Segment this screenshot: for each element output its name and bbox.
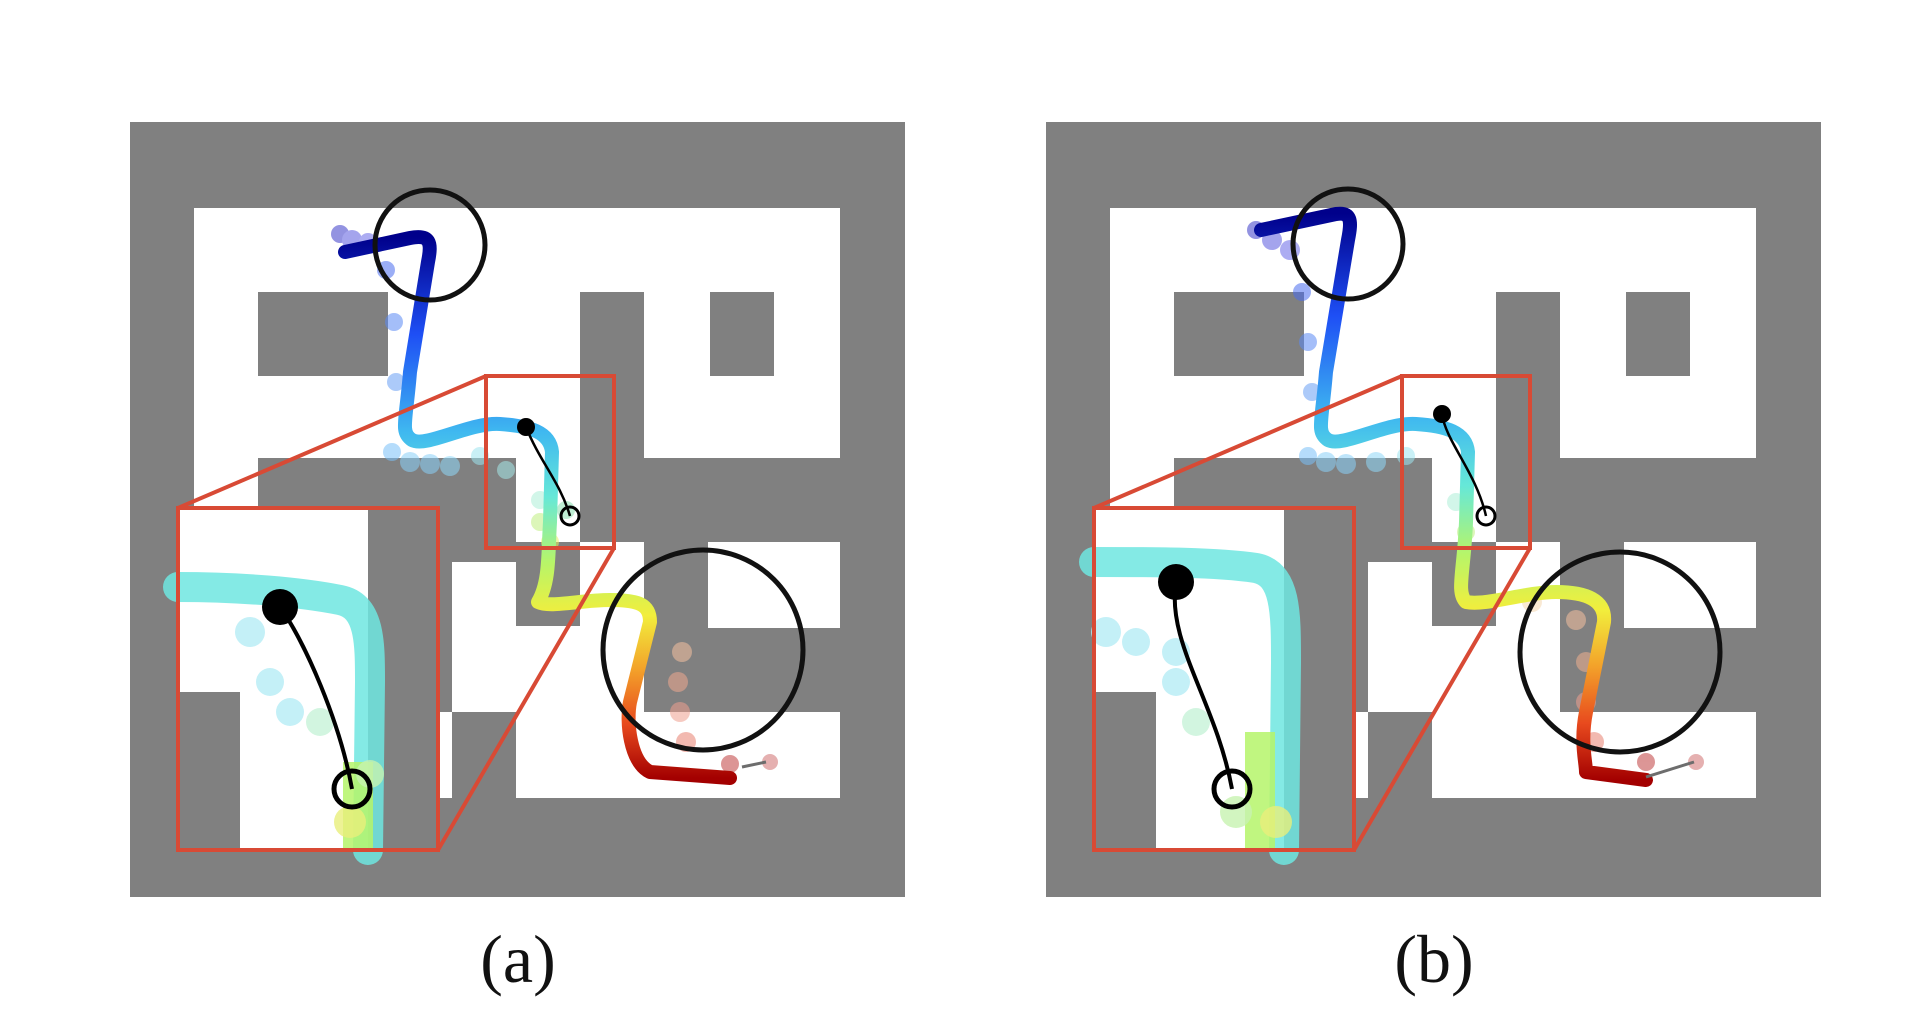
- zoom-connector-top: [177, 374, 487, 510]
- trajectory-path: [338, 230, 737, 785]
- panel-a-caption: (a): [480, 921, 556, 997]
- highlight-circle-top: [1290, 186, 1406, 302]
- zoom-connector-bottom: [436, 546, 616, 852]
- trajectory-path: [1254, 206, 1653, 787]
- connector-line-end: [741, 760, 767, 769]
- connector-line-end: [1645, 760, 1695, 779]
- highlight-circle-bottom: [600, 547, 806, 753]
- connector-line: [1440, 413, 1488, 517]
- panel-b: [1046, 122, 1821, 897]
- zoom-inset: [163, 506, 440, 865]
- zoom-connector-bottom: [1352, 546, 1532, 852]
- highlight-circle-top: [372, 187, 488, 303]
- panel-b-caption: (b): [1394, 921, 1474, 997]
- zoom-source-box: [1400, 374, 1532, 550]
- panel-a: [130, 122, 905, 897]
- highlight-circle-bottom: [1517, 549, 1723, 755]
- zoom-inset: [1079, 506, 1356, 865]
- zoom-source-box: [484, 374, 616, 550]
- zoom-connector-top: [1093, 374, 1403, 510]
- current-point: [1475, 505, 1497, 527]
- current-point: [559, 505, 581, 527]
- connector-line: [524, 426, 572, 517]
